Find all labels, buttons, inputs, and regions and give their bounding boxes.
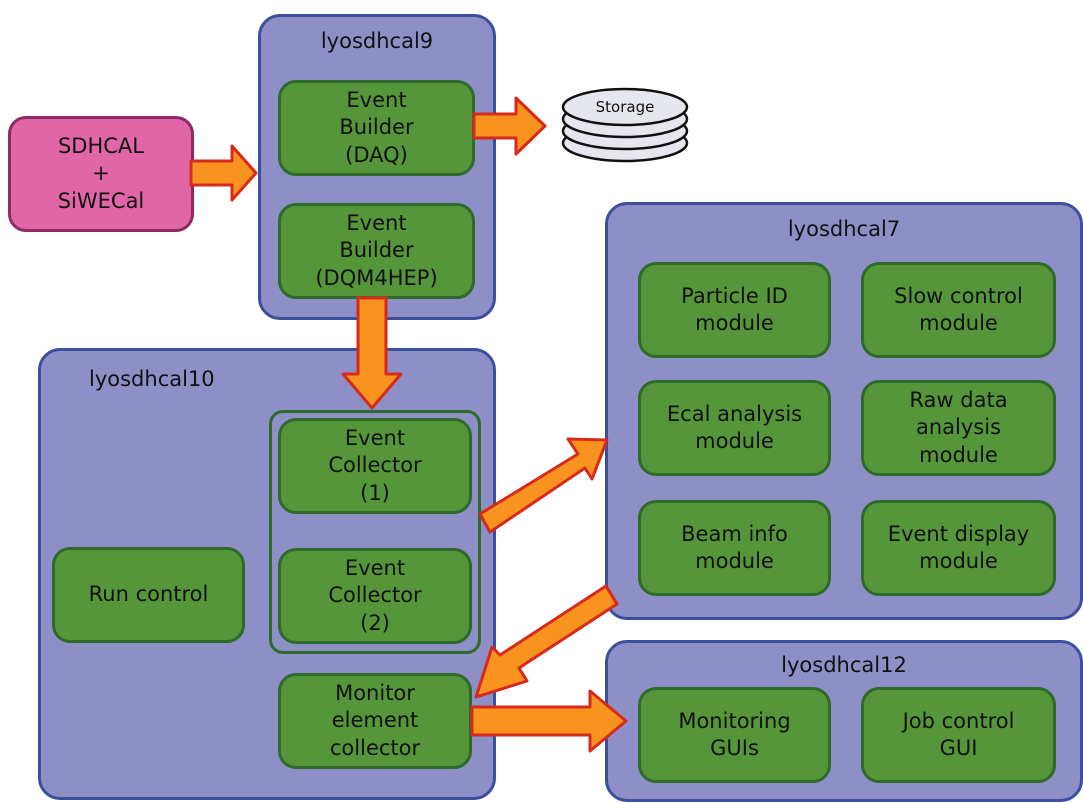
storage-label: Storage: [595, 98, 655, 116]
module-monitor-element-collector: Monitor element collector: [278, 673, 472, 769]
module-job-control-gui: Job control GUI: [861, 687, 1056, 783]
module-slow-control: Slow control module: [861, 262, 1056, 358]
module-event-collector-1: Event Collector (1): [278, 418, 472, 514]
source-sdhcal-siwecal: SDHCAL + SiWECal: [8, 116, 194, 232]
module-event-builder-daq: Event Builder (DAQ): [278, 80, 475, 176]
storage-icon: [561, 87, 689, 163]
arrow-analysis-to-monitor: [474, 584, 619, 699]
module-beam-info: Beam info module: [638, 500, 831, 596]
host-title-lyosdhcal7: lyosdhcal7: [787, 217, 901, 241]
module-raw-data-analysis: Raw data analysis module: [861, 380, 1056, 476]
module-event-collector-2: Event Collector (2): [278, 548, 472, 644]
arrow-collector-to-analysis: [478, 437, 609, 534]
host-title-lyosdhcal12: lyosdhcal12: [781, 653, 907, 677]
module-particle-id: Particle ID module: [638, 262, 831, 358]
arrow-source-to-builder: [189, 144, 258, 202]
arrow-builder-to-storage: [472, 96, 547, 156]
module-ecal-analysis: Ecal analysis module: [638, 380, 831, 476]
host-title-lyosdhcal9: lyosdhcal9: [320, 29, 434, 53]
module-run-control: Run control: [52, 547, 245, 643]
module-event-display: Event display module: [861, 500, 1056, 596]
event-collector-group: [269, 410, 481, 654]
host-title-lyosdhcal10: lyosdhcal10: [89, 367, 215, 391]
module-monitoring-guis: Monitoring GUIs: [638, 687, 831, 783]
arrow-builder-to-collector: [341, 296, 403, 410]
arrow-monitor-to-guis: [470, 689, 628, 753]
